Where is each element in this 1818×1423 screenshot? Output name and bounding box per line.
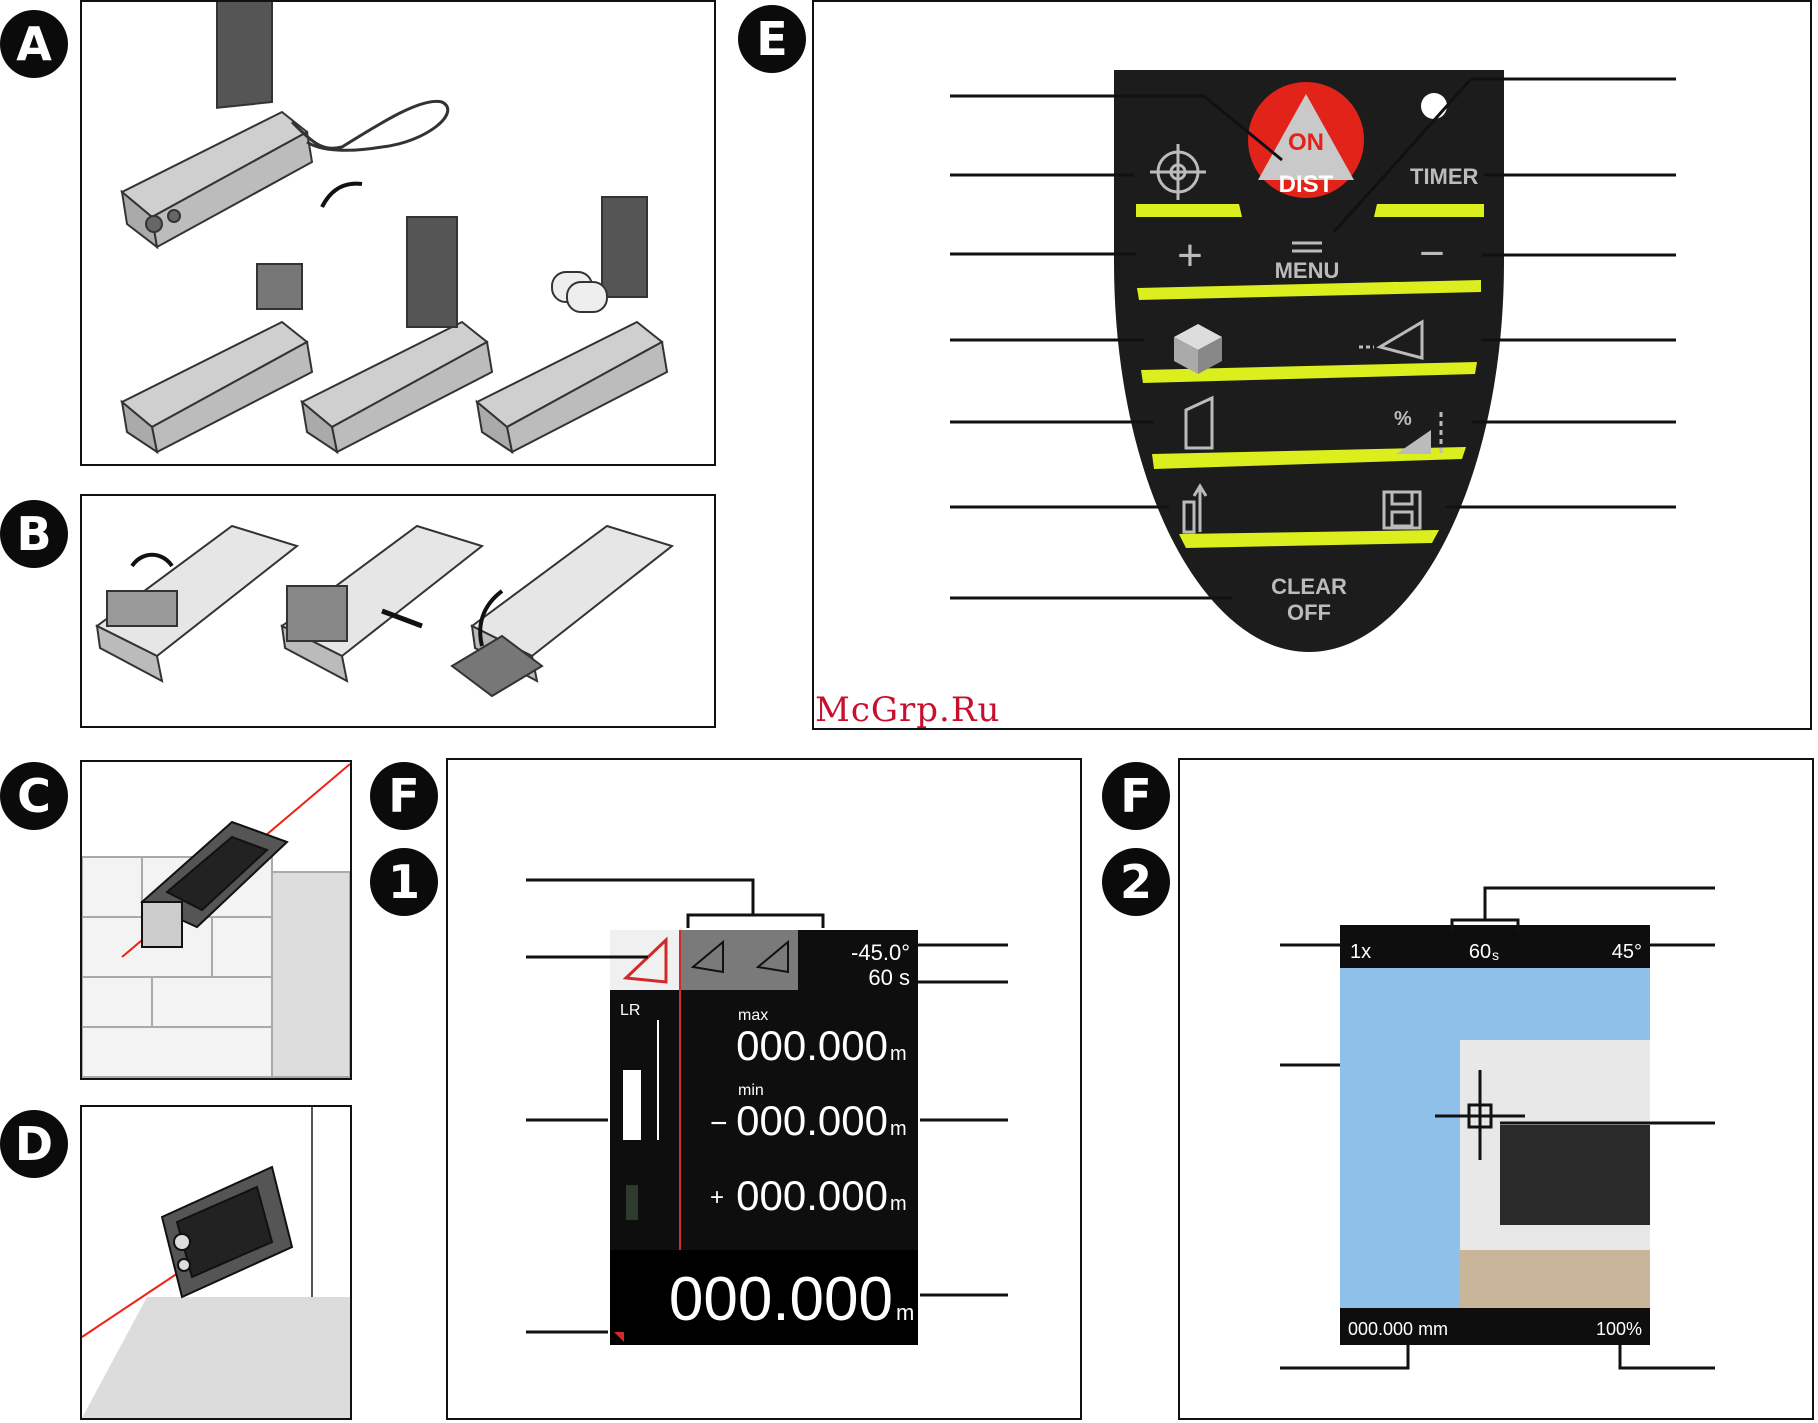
diff-unit: m xyxy=(890,1193,907,1215)
menu-label: MENU xyxy=(1275,258,1340,283)
min-sign: − xyxy=(710,1107,728,1140)
device-step-2 xyxy=(302,217,492,452)
badge-a: A xyxy=(0,10,68,78)
badge-d: D xyxy=(0,1110,68,1178)
dist-label: DIST xyxy=(1279,171,1334,198)
window-shutter xyxy=(1500,1125,1650,1225)
min-unit: m xyxy=(890,1118,907,1140)
brightness-readout: 100% xyxy=(1596,1319,1642,1339)
timer-button[interactable]: TIMER xyxy=(1410,164,1479,189)
off-label: OFF xyxy=(1287,600,1331,625)
battery-icon xyxy=(626,1185,638,1220)
panel-keypad: ON DIST TIMER + MENU − xyxy=(812,0,1812,730)
minus-button[interactable]: − xyxy=(1419,229,1445,278)
panel-display-1: -45.0° 60 s LR max 000.000 m min − 000.0… xyxy=(446,758,1082,1420)
indicator-dot-icon xyxy=(1421,93,1447,119)
on-dist-button[interactable]: ON DIST xyxy=(1248,82,1364,198)
device-open-with-strap xyxy=(122,2,312,247)
badge-e: E xyxy=(738,5,806,73)
clear-label: CLEAR xyxy=(1271,574,1347,599)
badge-f2-number: 2 xyxy=(1102,848,1170,916)
plus-sign: + xyxy=(710,1184,724,1211)
panel-battery-insert xyxy=(80,0,716,466)
edge-measure-illustration xyxy=(82,762,350,1078)
display-2-diagram: 1x 60 s 45° 000.000 mm 100% xyxy=(1180,760,1812,1418)
device-in-corner xyxy=(162,1167,292,1297)
device-back-1 xyxy=(97,526,297,681)
lr-label: LR xyxy=(620,1002,640,1019)
panel-edge-measure xyxy=(80,760,352,1080)
panel-corner-measure xyxy=(80,1105,352,1420)
device-back-2 xyxy=(282,526,482,681)
mode-tab-inactive[interactable] xyxy=(680,930,798,990)
timer-unit: s xyxy=(1492,947,1499,963)
laser-level-bar xyxy=(623,1070,641,1140)
badge-f1: F xyxy=(370,762,438,830)
max-unit: m xyxy=(890,1043,907,1065)
badge-c: C xyxy=(0,762,68,830)
panel-cover-fold xyxy=(80,494,716,728)
timer-readout: 60 xyxy=(1469,941,1491,963)
wrist-strap xyxy=(292,101,448,150)
timer-readout: 60 s xyxy=(868,965,910,990)
main-value: 000.000 xyxy=(669,1265,893,1334)
diff-value: 000.000 xyxy=(736,1172,888,1219)
curved-arrow-icon xyxy=(322,184,362,207)
device-step-1 xyxy=(122,264,312,452)
min-value: 000.000 xyxy=(736,1097,888,1144)
svg-text:%: % xyxy=(1394,408,1412,430)
plus-button[interactable]: + xyxy=(1177,231,1203,280)
distance-readout: 000.000 mm xyxy=(1348,1319,1448,1339)
floor xyxy=(82,1297,350,1418)
main-unit: m xyxy=(896,1300,914,1325)
battery-insert-illustration xyxy=(82,2,714,464)
display-1-diagram: -45.0° 60 s LR max 000.000 m min − 000.0… xyxy=(448,760,1080,1418)
watermark: McGrp.Ru xyxy=(815,690,1000,730)
angle-readout: -45.0° xyxy=(851,940,910,965)
badge-f1-number: 1 xyxy=(370,848,438,916)
badge-b: B xyxy=(0,500,68,568)
device-step-3 xyxy=(477,197,667,452)
badge-f2: F xyxy=(1102,762,1170,830)
curved-arrow-icon xyxy=(132,555,172,566)
keypad-diagram: ON DIST TIMER + MENU − xyxy=(814,2,1810,728)
max-value: 000.000 xyxy=(736,1022,888,1069)
balcony xyxy=(1460,1250,1650,1308)
on-label: ON xyxy=(1288,129,1324,156)
cover-fold-illustration xyxy=(82,496,714,726)
zoom-readout: 1x xyxy=(1350,941,1371,963)
corner-measure-illustration xyxy=(82,1107,350,1418)
angle-readout: 45° xyxy=(1612,941,1642,963)
panel-display-2: 1x 60 s 45° 000.000 mm 100% xyxy=(1178,758,1814,1420)
